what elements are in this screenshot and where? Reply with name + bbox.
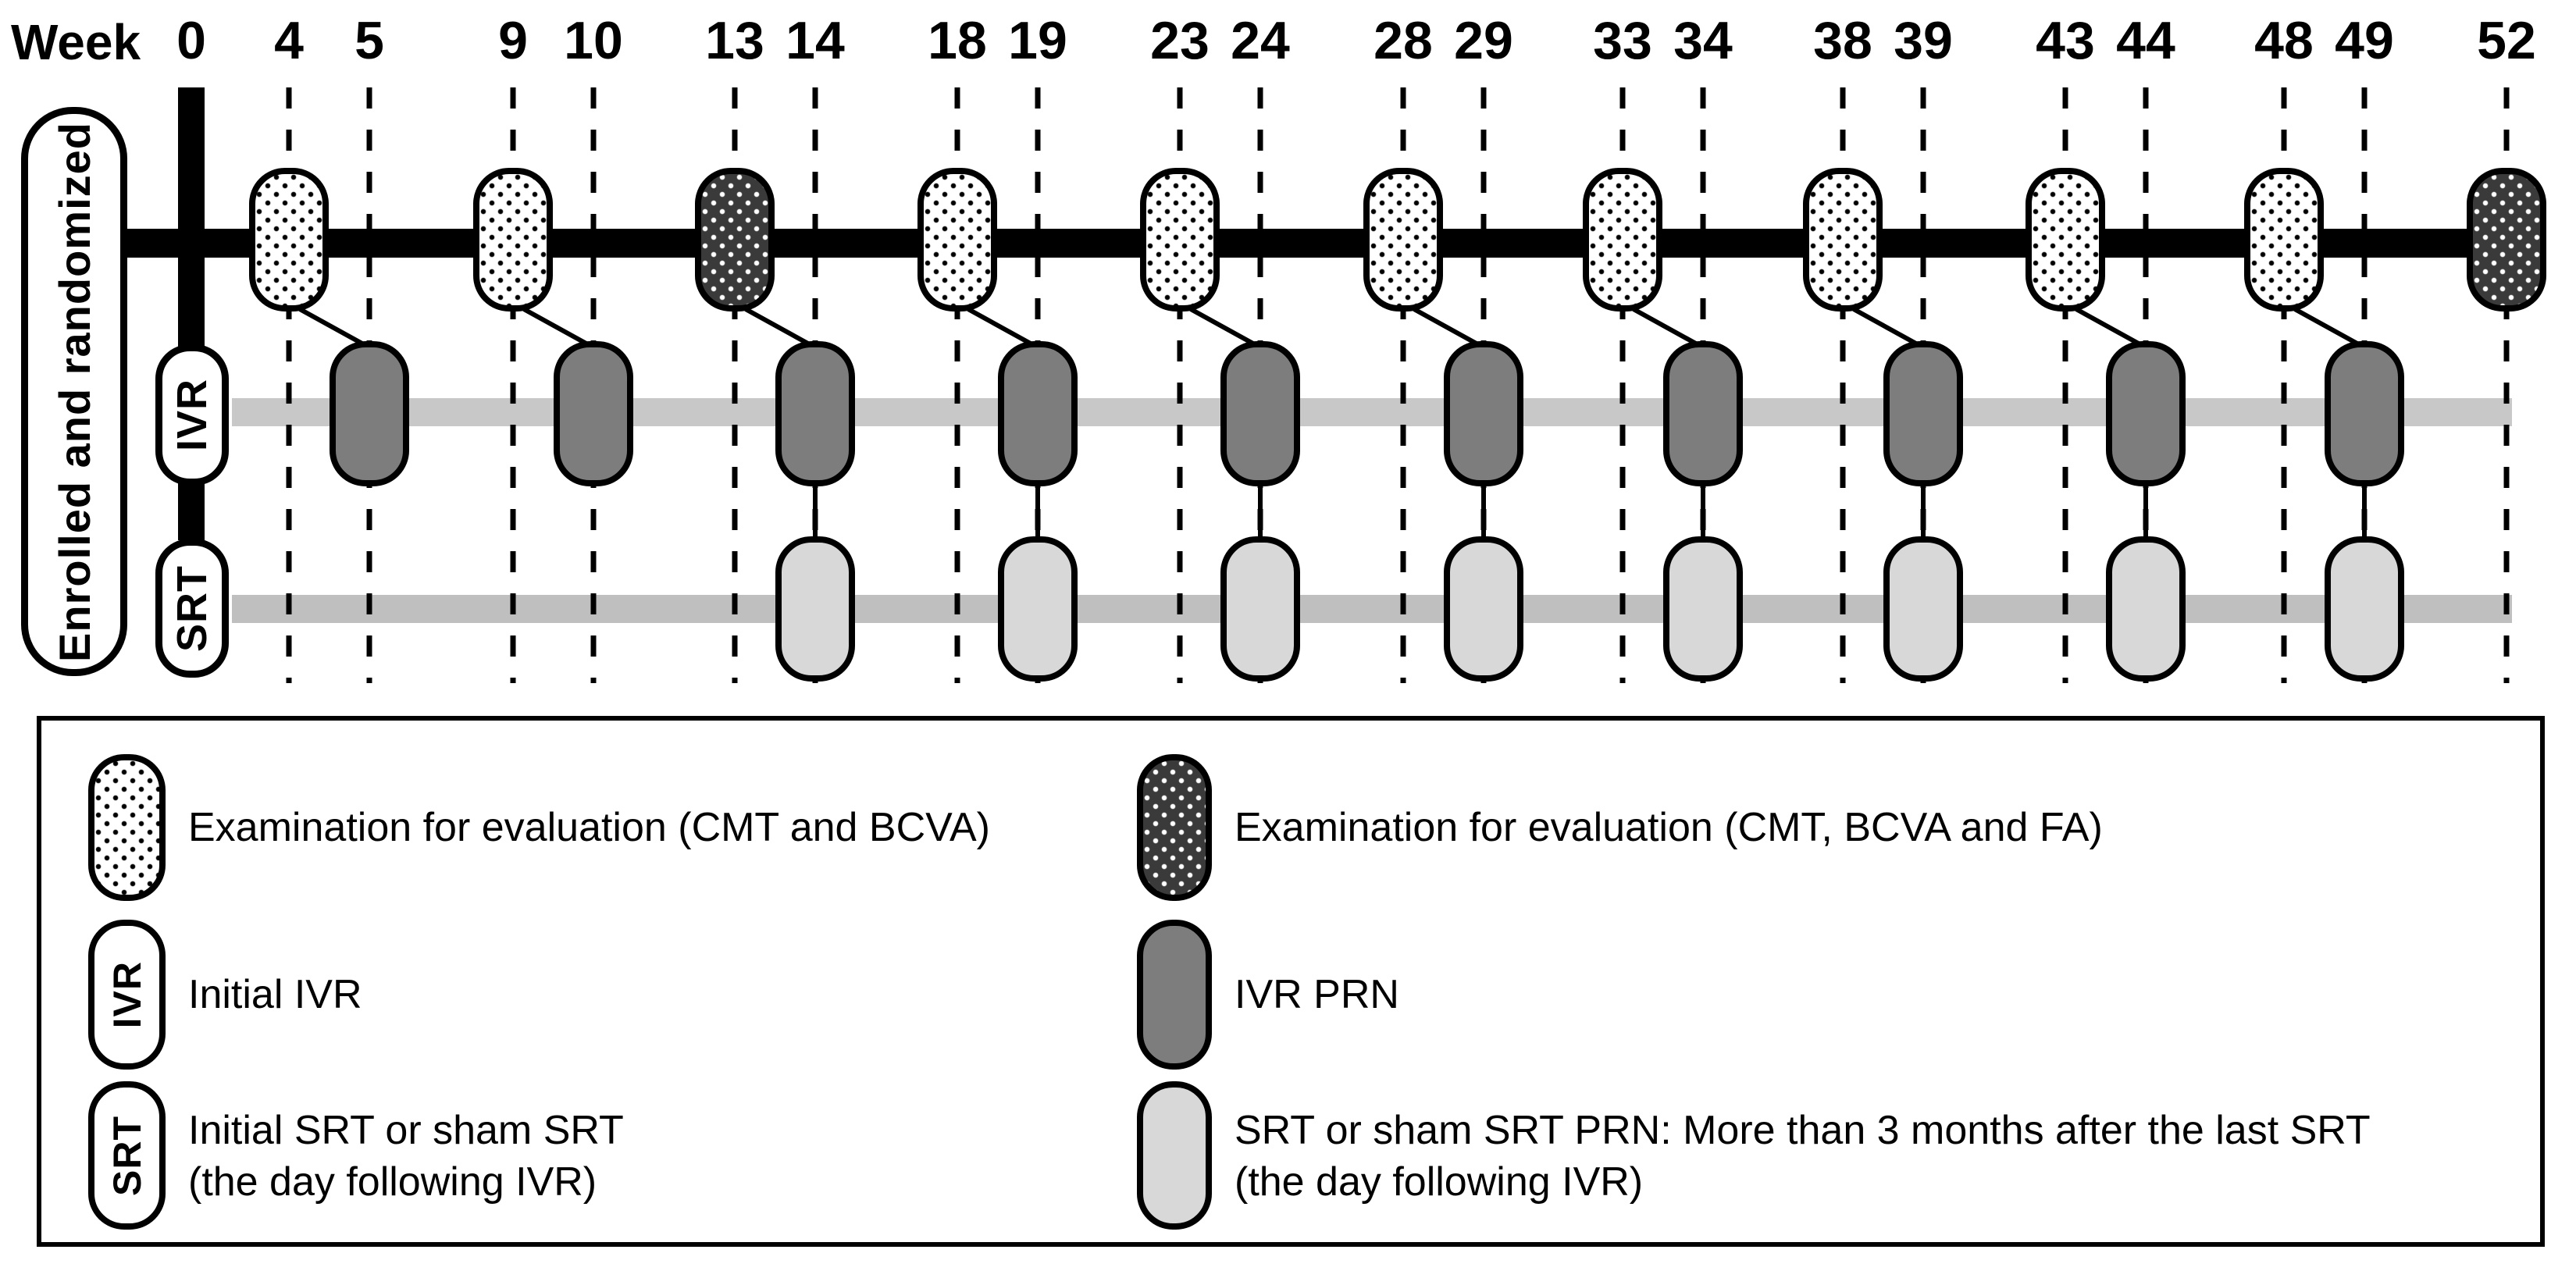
week-label-52: 52 xyxy=(2477,11,2536,70)
week-label-49: 49 xyxy=(2335,11,2394,70)
exam-light-pill-icon xyxy=(88,754,166,901)
ivr-prn-pill-week-39 xyxy=(1883,341,1963,486)
exam-cmt-bcva-pill-week-43 xyxy=(2026,168,2105,311)
ivr-prn-pill-week-10 xyxy=(554,341,633,486)
week-label-48: 48 xyxy=(2254,11,2314,70)
exam-cmt-bcva-pill-week-4 xyxy=(249,168,329,311)
week-label-39: 39 xyxy=(1894,11,1953,70)
week-label-28: 28 xyxy=(1374,11,1433,70)
week-label-19: 19 xyxy=(1008,11,1067,70)
ivr-box-icon-label: IVR xyxy=(105,960,149,1029)
ivr-prn-pill-week-24 xyxy=(1220,341,1300,486)
legend-exam-dark-text: Examination for evaluation (CMT, BCVA an… xyxy=(1235,805,2103,850)
ivr-box-icon: IVR xyxy=(88,920,166,1070)
exam-dark-pill-icon xyxy=(1137,754,1212,901)
srt-box-icon: SRT xyxy=(88,1081,166,1230)
ivr-prn-pill-week-44 xyxy=(2106,341,2186,486)
legend-exam-light-text: Examination for evaluation (CMT and BCVA… xyxy=(188,805,990,850)
week-label-4: 4 xyxy=(274,11,304,70)
week-label-44: 44 xyxy=(2116,11,2175,70)
exam-cmt-bcva-pill-week-18 xyxy=(917,168,997,311)
connector-exam23-to-ivr24 xyxy=(1189,307,1260,349)
connector-exam33-to-ivr34 xyxy=(1632,307,1703,349)
legend-ivr-prn-text: IVR PRN xyxy=(1235,972,1399,1017)
legend-initial-ivr-text: Initial IVR xyxy=(188,972,362,1017)
week-label-29: 29 xyxy=(1454,11,1513,70)
enrolled-randomized-box: Enrolled and randomized xyxy=(21,107,127,676)
ivr-row-label-box: IVR xyxy=(155,344,229,486)
exam-cmt-bcva-pill-week-33 xyxy=(1583,168,1662,311)
week-label-14: 14 xyxy=(786,11,845,70)
srt-prn-pill-icon xyxy=(1137,1081,1212,1230)
week-label-10: 10 xyxy=(564,11,623,70)
connector-exam4-to-ivr5 xyxy=(298,307,369,349)
connector-exam9-to-ivr10 xyxy=(522,307,593,349)
week-axis-label: Week xyxy=(11,14,141,70)
week-label-24: 24 xyxy=(1231,11,1290,70)
legend-initial-srt-line2: (the day following IVR) xyxy=(188,1159,597,1205)
week-label-5: 5 xyxy=(355,11,384,70)
legend-initial-srt-text: Initial SRT or sham SRT (the day followi… xyxy=(188,1105,624,1208)
pills-layer xyxy=(249,168,2546,682)
week-label-23: 23 xyxy=(1150,11,1210,70)
srt-prn-pill-week-19 xyxy=(998,536,1078,682)
exam-cmt-bcva-pill-week-9 xyxy=(473,168,553,311)
connector-exam13-to-ivr14 xyxy=(744,307,815,349)
week-label-38: 38 xyxy=(1813,11,1872,70)
connector-exam43-to-ivr44 xyxy=(2075,307,2146,349)
legend-initial-srt-line1: Initial SRT or sham SRT xyxy=(188,1108,624,1153)
week-label-9: 9 xyxy=(498,11,528,70)
connector-exam18-to-ivr19 xyxy=(967,307,1038,349)
connector-exam28-to-ivr29 xyxy=(1413,307,1484,349)
exam-cmt-bcva-fa-pill-week-13 xyxy=(695,168,775,311)
week-label-0: 0 xyxy=(176,11,206,70)
exam-cmt-bcva-pill-week-23 xyxy=(1140,168,1220,311)
legend-srt-prn-line1: SRT or sham SRT PRN: More than 3 months … xyxy=(1235,1108,2371,1153)
srt-prn-pill-week-34 xyxy=(1663,536,1743,682)
exam-cmt-bcva-fa-pill-week-52 xyxy=(2467,168,2546,311)
week-label-43: 43 xyxy=(2036,11,2095,70)
srt-prn-pill-week-24 xyxy=(1220,536,1300,682)
srt-prn-pill-week-39 xyxy=(1883,536,1963,682)
legend-srt-prn-text: SRT or sham SRT PRN: More than 3 months … xyxy=(1235,1105,2371,1208)
srt-prn-pill-week-49 xyxy=(2325,536,2404,682)
srt-row-label-box: SRT xyxy=(155,539,229,678)
ivr-prn-pill-icon xyxy=(1137,920,1212,1070)
exam-cmt-bcva-pill-week-38 xyxy=(1803,168,1883,311)
ivr-prn-pill-week-34 xyxy=(1663,341,1743,486)
exam-cmt-bcva-pill-week-48 xyxy=(2244,168,2324,311)
exam-cmt-bcva-pill-week-28 xyxy=(1363,168,1443,311)
ivr-prn-pill-week-29 xyxy=(1444,341,1523,486)
ivr-prn-pill-week-14 xyxy=(775,341,855,486)
legend-box: Examination for evaluation (CMT and BCVA… xyxy=(37,716,2545,1247)
srt-prn-pill-week-44 xyxy=(2106,536,2186,682)
ivr-prn-pill-week-49 xyxy=(2325,341,2404,486)
srt-box-icon-label: SRT xyxy=(105,1115,149,1196)
week-label-18: 18 xyxy=(928,11,987,70)
ivr-prn-pill-week-5 xyxy=(330,341,409,486)
week-label-33: 33 xyxy=(1593,11,1652,70)
connector-exam38-to-ivr39 xyxy=(1852,307,1923,349)
connector-exam48-to-ivr49 xyxy=(2293,307,2364,349)
srt-prn-pill-week-29 xyxy=(1444,536,1523,682)
legend-srt-prn-line2: (the day following IVR) xyxy=(1235,1159,1644,1205)
week-label-13: 13 xyxy=(705,11,764,70)
srt-prn-pill-week-14 xyxy=(775,536,855,682)
ivr-prn-pill-week-19 xyxy=(998,341,1078,486)
week-label-34: 34 xyxy=(1673,11,1733,70)
